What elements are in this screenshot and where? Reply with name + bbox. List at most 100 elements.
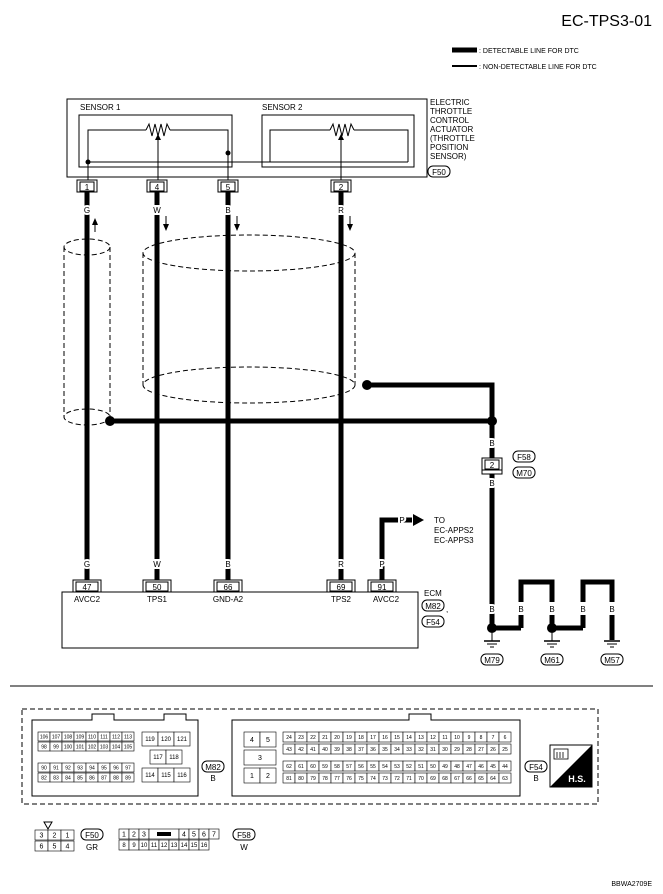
connector-id-badge	[80, 828, 104, 841]
m82-pin-number: 102	[88, 744, 97, 750]
f54-pin-number: 33	[406, 747, 412, 753]
f50-color: GR	[86, 843, 98, 852]
f54-pin-number: 10	[454, 735, 460, 741]
apps-target: EC-APPS2	[434, 526, 474, 535]
f54-pin-number: 71	[406, 776, 412, 782]
f58-pin-cell	[208, 828, 220, 840]
joint-connector-id: M70	[516, 469, 532, 478]
joint-connector-id: F58	[517, 453, 531, 462]
m82-pin-number: 116	[177, 773, 187, 779]
f54-pin-number: 69	[430, 776, 436, 782]
connector-id-badge	[524, 760, 548, 773]
connector-views-frame	[21, 708, 599, 805]
f54-pin-number: 75	[358, 776, 364, 782]
m82-pin-cell	[165, 749, 183, 765]
arrow-down-icon	[234, 224, 240, 231]
m82-pin-number: 111	[100, 734, 108, 740]
f54-pin-cell	[259, 767, 277, 784]
ecm-terminal-label: AVCC2	[373, 595, 400, 604]
ground-icon	[544, 633, 560, 648]
footer-code: BBWA2709E	[611, 881, 652, 888]
actuator-box	[66, 98, 428, 178]
throttle-actuator: SENSOR 1 SENSOR 2 ELECTRIC THROTTLE CONT…	[66, 98, 475, 180]
m82-pin-number: 118	[169, 755, 179, 761]
apps-branch: P TO EC-APPS2 EC-APPS3	[379, 514, 474, 580]
m82-pin-number: 85	[77, 775, 83, 781]
f54-pin-number: 19	[346, 735, 352, 741]
connector-id-badge	[512, 450, 536, 463]
f54-pin-cell	[259, 731, 277, 748]
f50-pin-number: 6	[40, 844, 44, 851]
m82-pin-cell	[173, 731, 191, 747]
f54-pin-number: 35	[382, 747, 388, 753]
actuator-label-line: ACTUATOR	[430, 125, 473, 134]
f54-pin-cell	[498, 731, 512, 743]
f50-pin-number: 2	[53, 833, 57, 840]
arrow-down-icon	[163, 224, 169, 231]
f54-pin-number: 72	[394, 776, 400, 782]
f54-pin-number: 14	[406, 735, 412, 741]
f58-pin-cell	[198, 839, 210, 851]
f54-pin-number: 58	[334, 764, 340, 770]
f54-pin-number: 74	[370, 776, 376, 782]
f54-pin-number: 76	[346, 776, 352, 782]
f54-pin-number: 26	[490, 747, 496, 753]
f54-pin-cell	[243, 749, 277, 766]
f54-pin-cell	[498, 760, 512, 772]
m82-pin-number: 105	[124, 744, 133, 750]
splice-dot	[105, 416, 115, 426]
f54-pin-number: 52	[406, 764, 412, 770]
wire-shields	[63, 234, 356, 426]
f54-pin-number: 64	[490, 776, 496, 782]
f54-pin-number: 38	[346, 747, 352, 753]
ecm-terminal: 91 AVCC2	[367, 579, 400, 604]
f54-pin-number: 46	[478, 764, 484, 770]
ecm-terminal-label: GND-A2	[213, 595, 244, 604]
ground-point-id: M57	[604, 656, 620, 665]
f58-pin-number: 1	[122, 832, 126, 839]
f54-pin-number: 13	[418, 735, 424, 741]
ecm-terminal-number: 69	[337, 583, 346, 592]
m82-pin-number: 112	[112, 734, 120, 740]
f54-pin-number: 53	[394, 764, 400, 770]
ecm-terminal: 69 TPS2	[326, 579, 356, 604]
apps-to-label: TO	[434, 516, 445, 525]
f54-pin-number: 41	[310, 747, 316, 753]
f54-pin-number: 55	[370, 764, 376, 770]
f50-pin-number: 5	[53, 844, 57, 851]
f58-key-slot	[157, 832, 171, 836]
m82-pin-number: 90	[41, 765, 47, 771]
arrow-up-icon	[92, 218, 98, 225]
actuator-label-line: ELECTRIC	[430, 98, 470, 107]
wire-color-bottom: G	[84, 560, 90, 569]
ecm-terminal-number: 50	[153, 583, 162, 592]
connector-id-badge	[232, 828, 256, 841]
m82-pin-number: 108	[64, 734, 73, 740]
f54-pin-number: 2	[266, 773, 270, 780]
f54-pin-number: 21	[322, 735, 328, 741]
f54-pin-number: 3	[258, 755, 262, 762]
ecm-terminal: 66 GND-A2	[213, 579, 244, 604]
f50-pin-number: 3	[40, 833, 44, 840]
m82-pin-number: 113	[124, 734, 132, 740]
connector-id-badge	[421, 599, 445, 612]
actuator-pin-number: 2	[339, 183, 344, 192]
f54-pin-number: 78	[322, 776, 328, 782]
f54-pin-number: 45	[490, 764, 496, 770]
f54-pin-number: 20	[334, 735, 340, 741]
f54-pin-number: 77	[334, 776, 340, 782]
f54-pin-number: 30	[442, 747, 448, 753]
m82-pin-number: 93	[77, 765, 83, 771]
m82-pin-cell	[121, 741, 135, 752]
m82-pin-number: 98	[41, 744, 47, 750]
f54-pin-number: 80	[298, 776, 304, 782]
connector-id-badge	[600, 653, 624, 666]
m82-pin-number: 95	[101, 765, 107, 771]
actuator-pin-number: 4	[155, 183, 160, 192]
wire-color-top: R	[338, 206, 344, 215]
m82-pin-number: 109	[76, 734, 85, 740]
